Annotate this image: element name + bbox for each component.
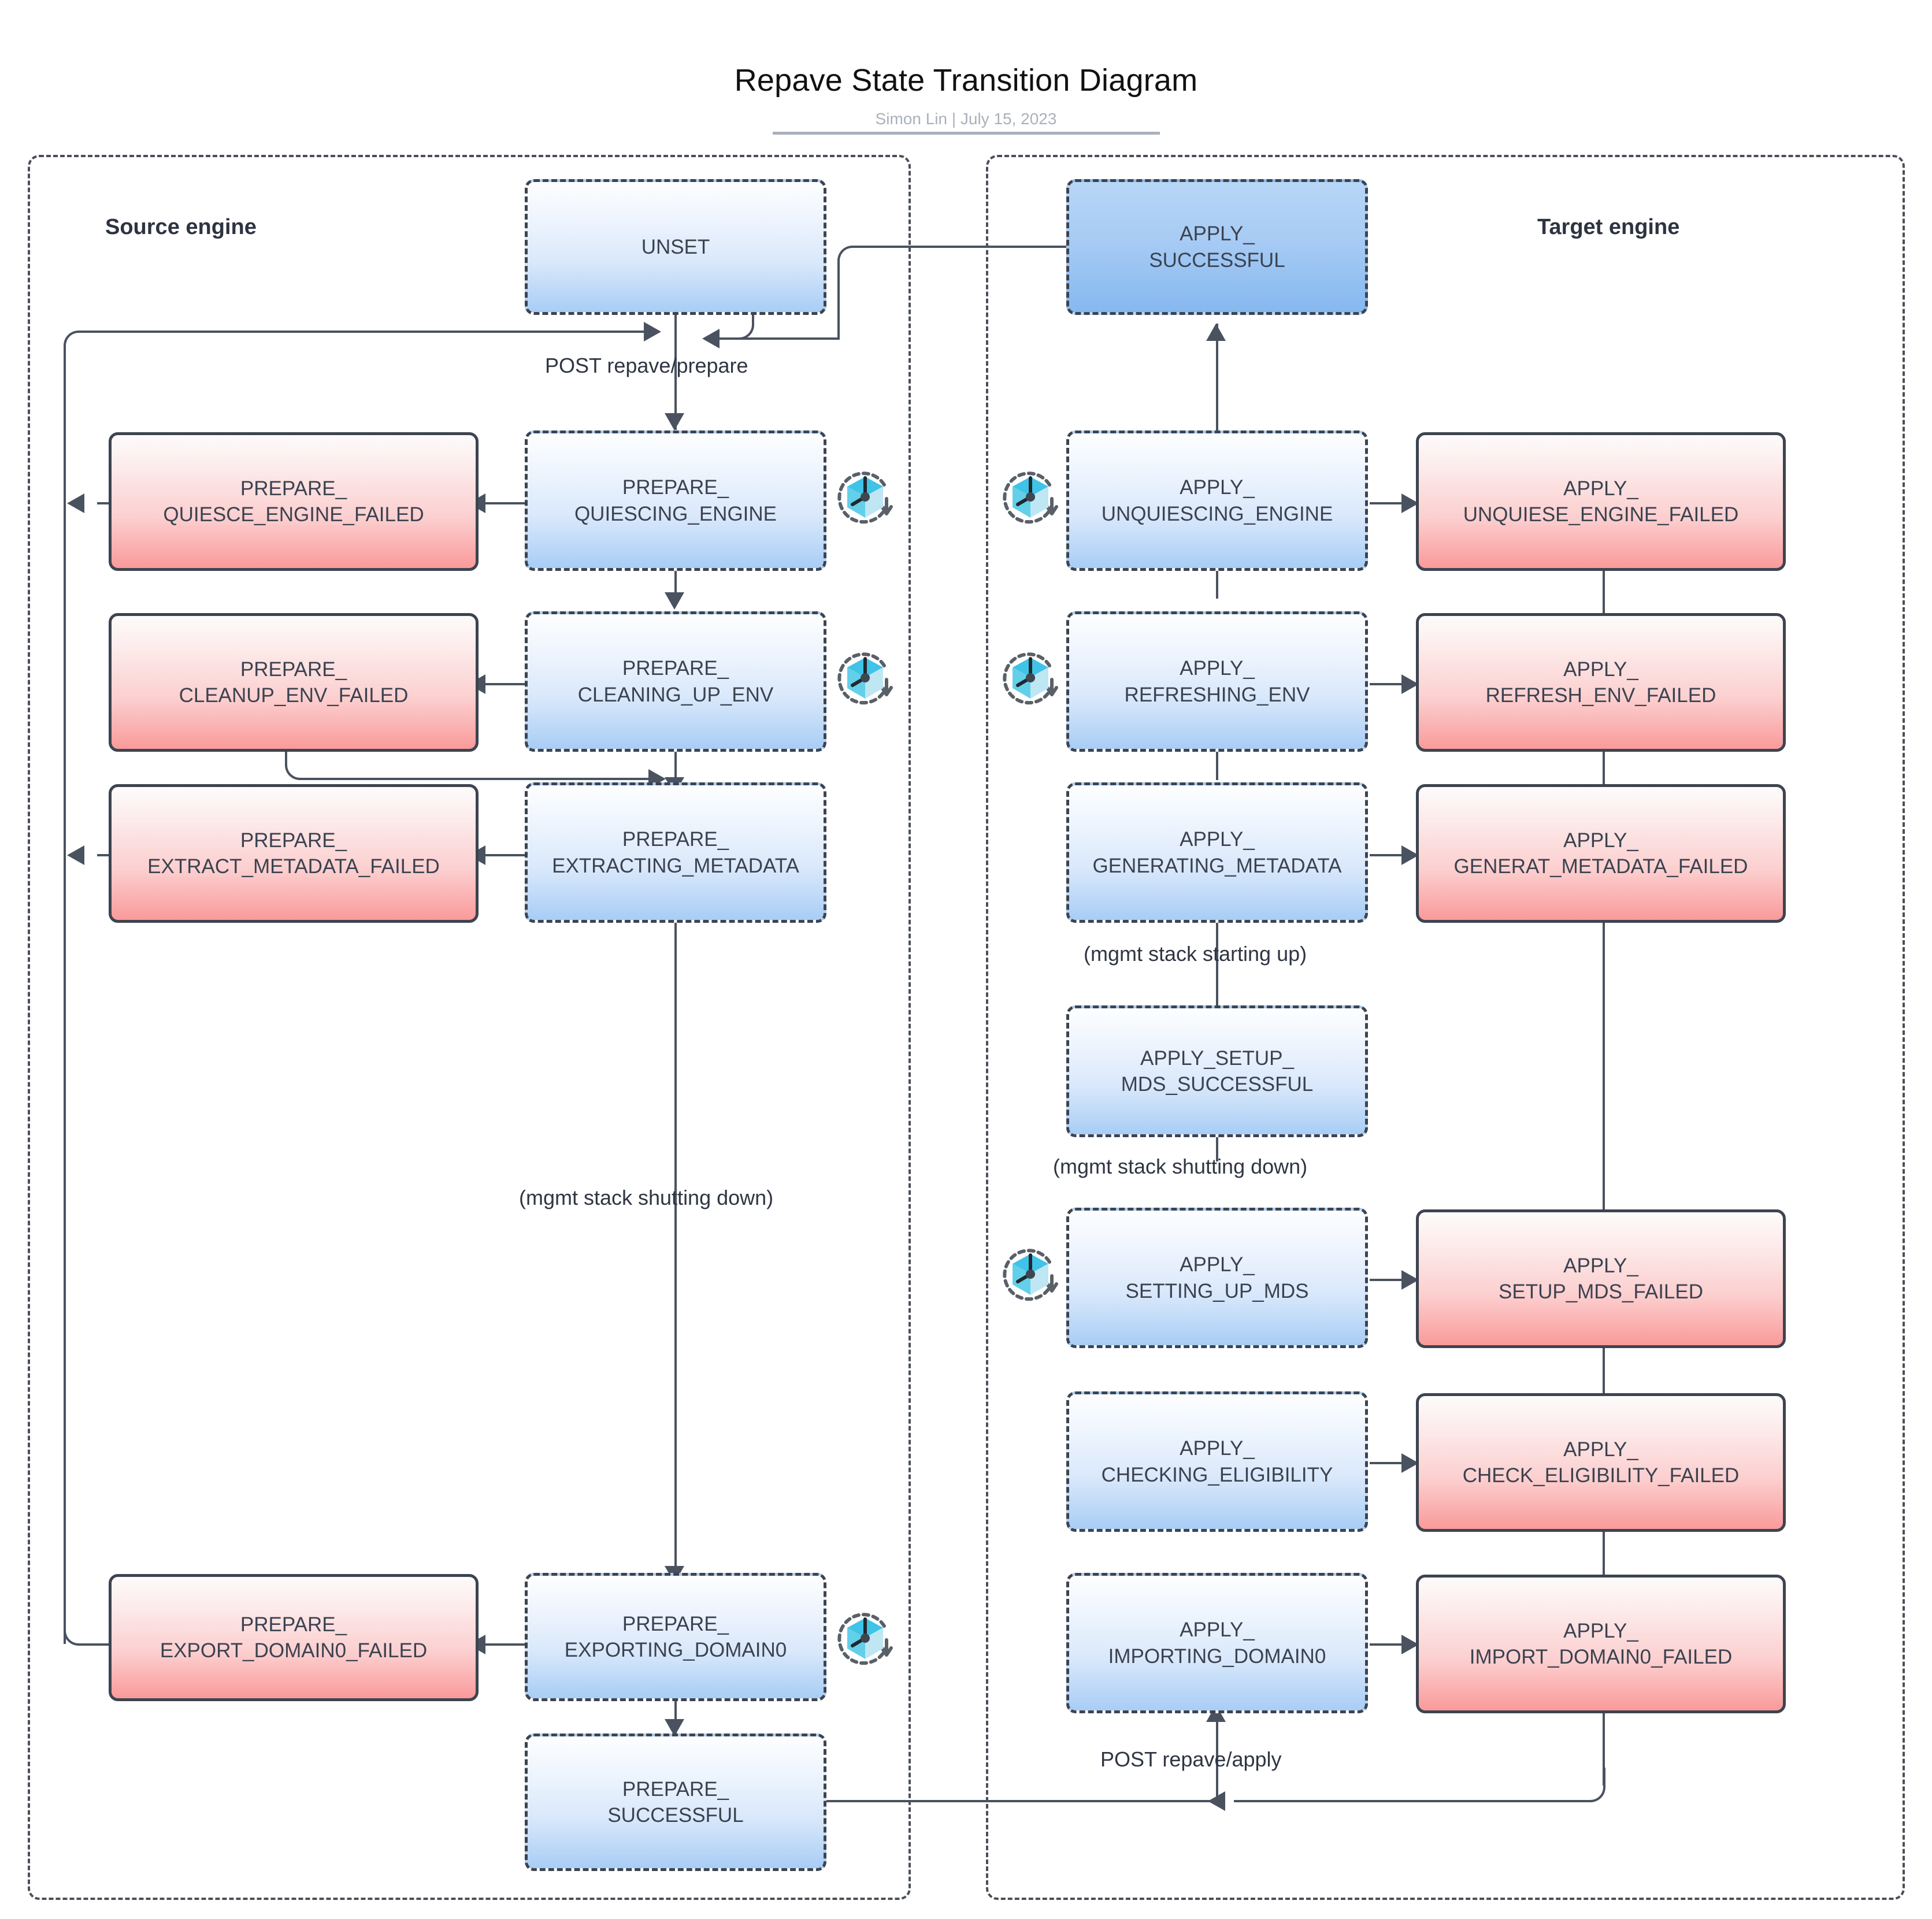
edge-quiescing-to-cleaning — [674, 571, 677, 606]
edge-junction-to-quiescing — [674, 337, 677, 430]
edge-quiescefailed-to-bus — [97, 502, 109, 504]
arrowhead-return-into-prepare — [644, 322, 661, 342]
state-apply-generating-metadata[interactable]: APPLY_ GENERATING_METADATA — [1066, 782, 1368, 923]
edge-cleanupfailed-right — [317, 778, 652, 780]
edge-target-bus-to-apply — [1234, 1800, 1575, 1802]
state-prepare-cleanup-env-failed[interactable]: PREPARE_ CLEANUP_ENV_FAILED — [109, 613, 479, 752]
state-apply-setup-mds-failed[interactable]: APPLY_ SETUP_MDS_FAILED — [1416, 1209, 1786, 1348]
state-prepare-quiesce-engine-failed[interactable]: PREPARE_ QUIESCE_ENGINE_FAILED — [109, 432, 479, 571]
arrowhead-quiescefailed-bus — [67, 493, 84, 513]
state-apply-unquiescing-engine[interactable]: APPLY_ UNQUIESCING_ENGINE — [1066, 430, 1368, 571]
edge-unquiescing-to-failed — [1370, 502, 1416, 504]
edge-quiescing-to-failed — [480, 502, 526, 504]
caption-post-repave-prepare: POST repave/prepare — [545, 354, 748, 377]
state-unset[interactable]: UNSET — [525, 179, 826, 315]
state-apply-importing-domain0[interactable]: APPLY_ IMPORTING_DOMAIN0 — [1066, 1573, 1368, 1713]
panel-target-engine — [986, 155, 1905, 1900]
caption-post-repave-apply: POST repave/apply — [1100, 1747, 1282, 1771]
state-prepare-exporting-domain0[interactable]: PREPARE_ EXPORTING_DOMAIN0 — [525, 1573, 826, 1701]
edge-cleaning-to-failed — [480, 683, 526, 685]
edge-return-bottom-stub — [97, 1643, 109, 1646]
edge-cleaning-to-extracting — [674, 751, 677, 797]
panel-title-source: Source engine — [105, 215, 257, 239]
state-prepare-successful[interactable]: PREPARE_ SUCCESSFUL — [525, 1734, 826, 1871]
retry-clock-cube-icon — [999, 465, 1062, 529]
panel-source-engine — [28, 155, 911, 1900]
edge-corner-cleanupfailed — [285, 745, 320, 780]
arrowhead-into-quiescing — [665, 413, 684, 430]
edge-importing-to-failed — [1370, 1643, 1416, 1646]
state-apply-setup-mds-successful[interactable]: APPLY_SETUP_ MDS_SUCCESSFUL — [1066, 1005, 1368, 1137]
edge-extractfailed-to-bus — [97, 854, 109, 856]
retry-clock-cube-icon — [833, 646, 897, 710]
arrowhead-into-applysuccess — [1206, 324, 1226, 341]
edge-corner-return-bottomleft — [64, 1611, 98, 1646]
page-title: Repave State Transition Diagram — [734, 63, 1198, 98]
edge-unquiescing-to-applysuccess — [1216, 324, 1218, 430]
state-prepare-cleaning-up-env[interactable]: PREPARE_ CLEANING_UP_ENV — [525, 611, 826, 752]
arrowhead-into-cleaning — [665, 592, 684, 610]
caption-mgmt-starting-up: (mgmt stack starting up) — [1084, 942, 1307, 966]
edge-applysuccess-to-junction — [720, 337, 840, 340]
edge-corner-return-topleft — [64, 331, 98, 365]
edge-corner-applysuccess — [837, 246, 872, 280]
edge-exporting-to-prepsuccess — [674, 1701, 677, 1734]
state-apply-refreshing-env[interactable]: APPLY_ REFRESHING_ENV — [1066, 611, 1368, 752]
edge-return-top-horizontal — [97, 331, 652, 333]
state-apply-unquiese-engine-failed[interactable]: APPLY_ UNQUIESE_ENGINE_FAILED — [1416, 432, 1786, 571]
caption-mgmt-shutting-down-target: (mgmt stack shutting down) — [1053, 1155, 1308, 1178]
state-prepare-export-domain0-failed[interactable]: PREPARE_ EXPORT_DOMAIN0_FAILED — [109, 1574, 479, 1701]
state-prepare-quiescing-engine[interactable]: PREPARE_ QUIESCING_ENGINE — [525, 430, 826, 571]
state-apply-checking-eligibility[interactable]: APPLY_ CHECKING_ELIGIBILITY — [1066, 1391, 1368, 1532]
state-apply-import-domain0-failed[interactable]: APPLY_ IMPORT_DOMAIN0_FAILED — [1416, 1575, 1786, 1713]
state-prepare-extracting-metadata[interactable]: PREPARE_ EXTRACTING_METADATA — [525, 782, 826, 923]
edge-mdssuccess-to-generating — [1216, 896, 1218, 1005]
edge-extracting-to-failed — [480, 854, 526, 856]
edge-mds-to-failed — [1370, 1279, 1416, 1281]
edge-target-failure-bus — [1603, 520, 1605, 1786]
retry-clock-cube-icon — [999, 646, 1062, 710]
edge-generating-to-failed — [1370, 854, 1416, 856]
state-apply-generat-metadata-failed[interactable]: APPLY_ GENERAT_METADATA_FAILED — [1416, 784, 1786, 923]
edge-unset-down — [674, 315, 677, 339]
edge-refreshing-to-failed — [1370, 683, 1416, 685]
state-apply-refresh-env-failed[interactable]: APPLY_ REFRESH_ENV_FAILED — [1416, 613, 1786, 752]
retry-clock-cube-icon — [999, 1242, 1062, 1306]
arrowhead-extractfailed-bus — [67, 845, 84, 865]
edge-extracting-to-exporting — [674, 922, 677, 1589]
state-prepare-extract-metadata-failed[interactable]: PREPARE_ EXTRACT_METADATA_FAILED — [109, 784, 479, 923]
arrowhead-applysuccess-into-prepare — [702, 329, 720, 348]
retry-clock-cube-icon — [833, 465, 897, 529]
edge-applysuccess-left — [870, 246, 1069, 248]
edge-postapply-up — [1216, 1705, 1218, 1802]
caption-mgmt-shutting-down-source: (mgmt stack shutting down) — [519, 1186, 774, 1209]
state-apply-successful[interactable]: APPLY_ SUCCESSFUL — [1066, 179, 1368, 315]
edge-exporting-to-failed — [480, 1643, 526, 1646]
retry-clock-cube-icon — [833, 1606, 897, 1670]
panel-title-target: Target engine — [1537, 215, 1680, 239]
edge-corner-target-bus-bottom — [1571, 1768, 1605, 1802]
page-subtitle: Simon Lin | July 15, 2023 — [875, 110, 1057, 128]
edge-prepsuccess-right — [826, 1800, 1217, 1802]
state-apply-setting-up-mds[interactable]: APPLY_ SETTING_UP_MDS — [1066, 1208, 1368, 1348]
edge-checking-to-failed — [1370, 1462, 1416, 1464]
state-apply-check-eligibility-failed[interactable]: APPLY_ CHECK_ELIGIBILITY_FAILED — [1416, 1393, 1786, 1532]
edge-applysuccess-down — [837, 278, 840, 337]
title-divider — [773, 132, 1160, 135]
edge-source-return-bus — [64, 347, 66, 1644]
